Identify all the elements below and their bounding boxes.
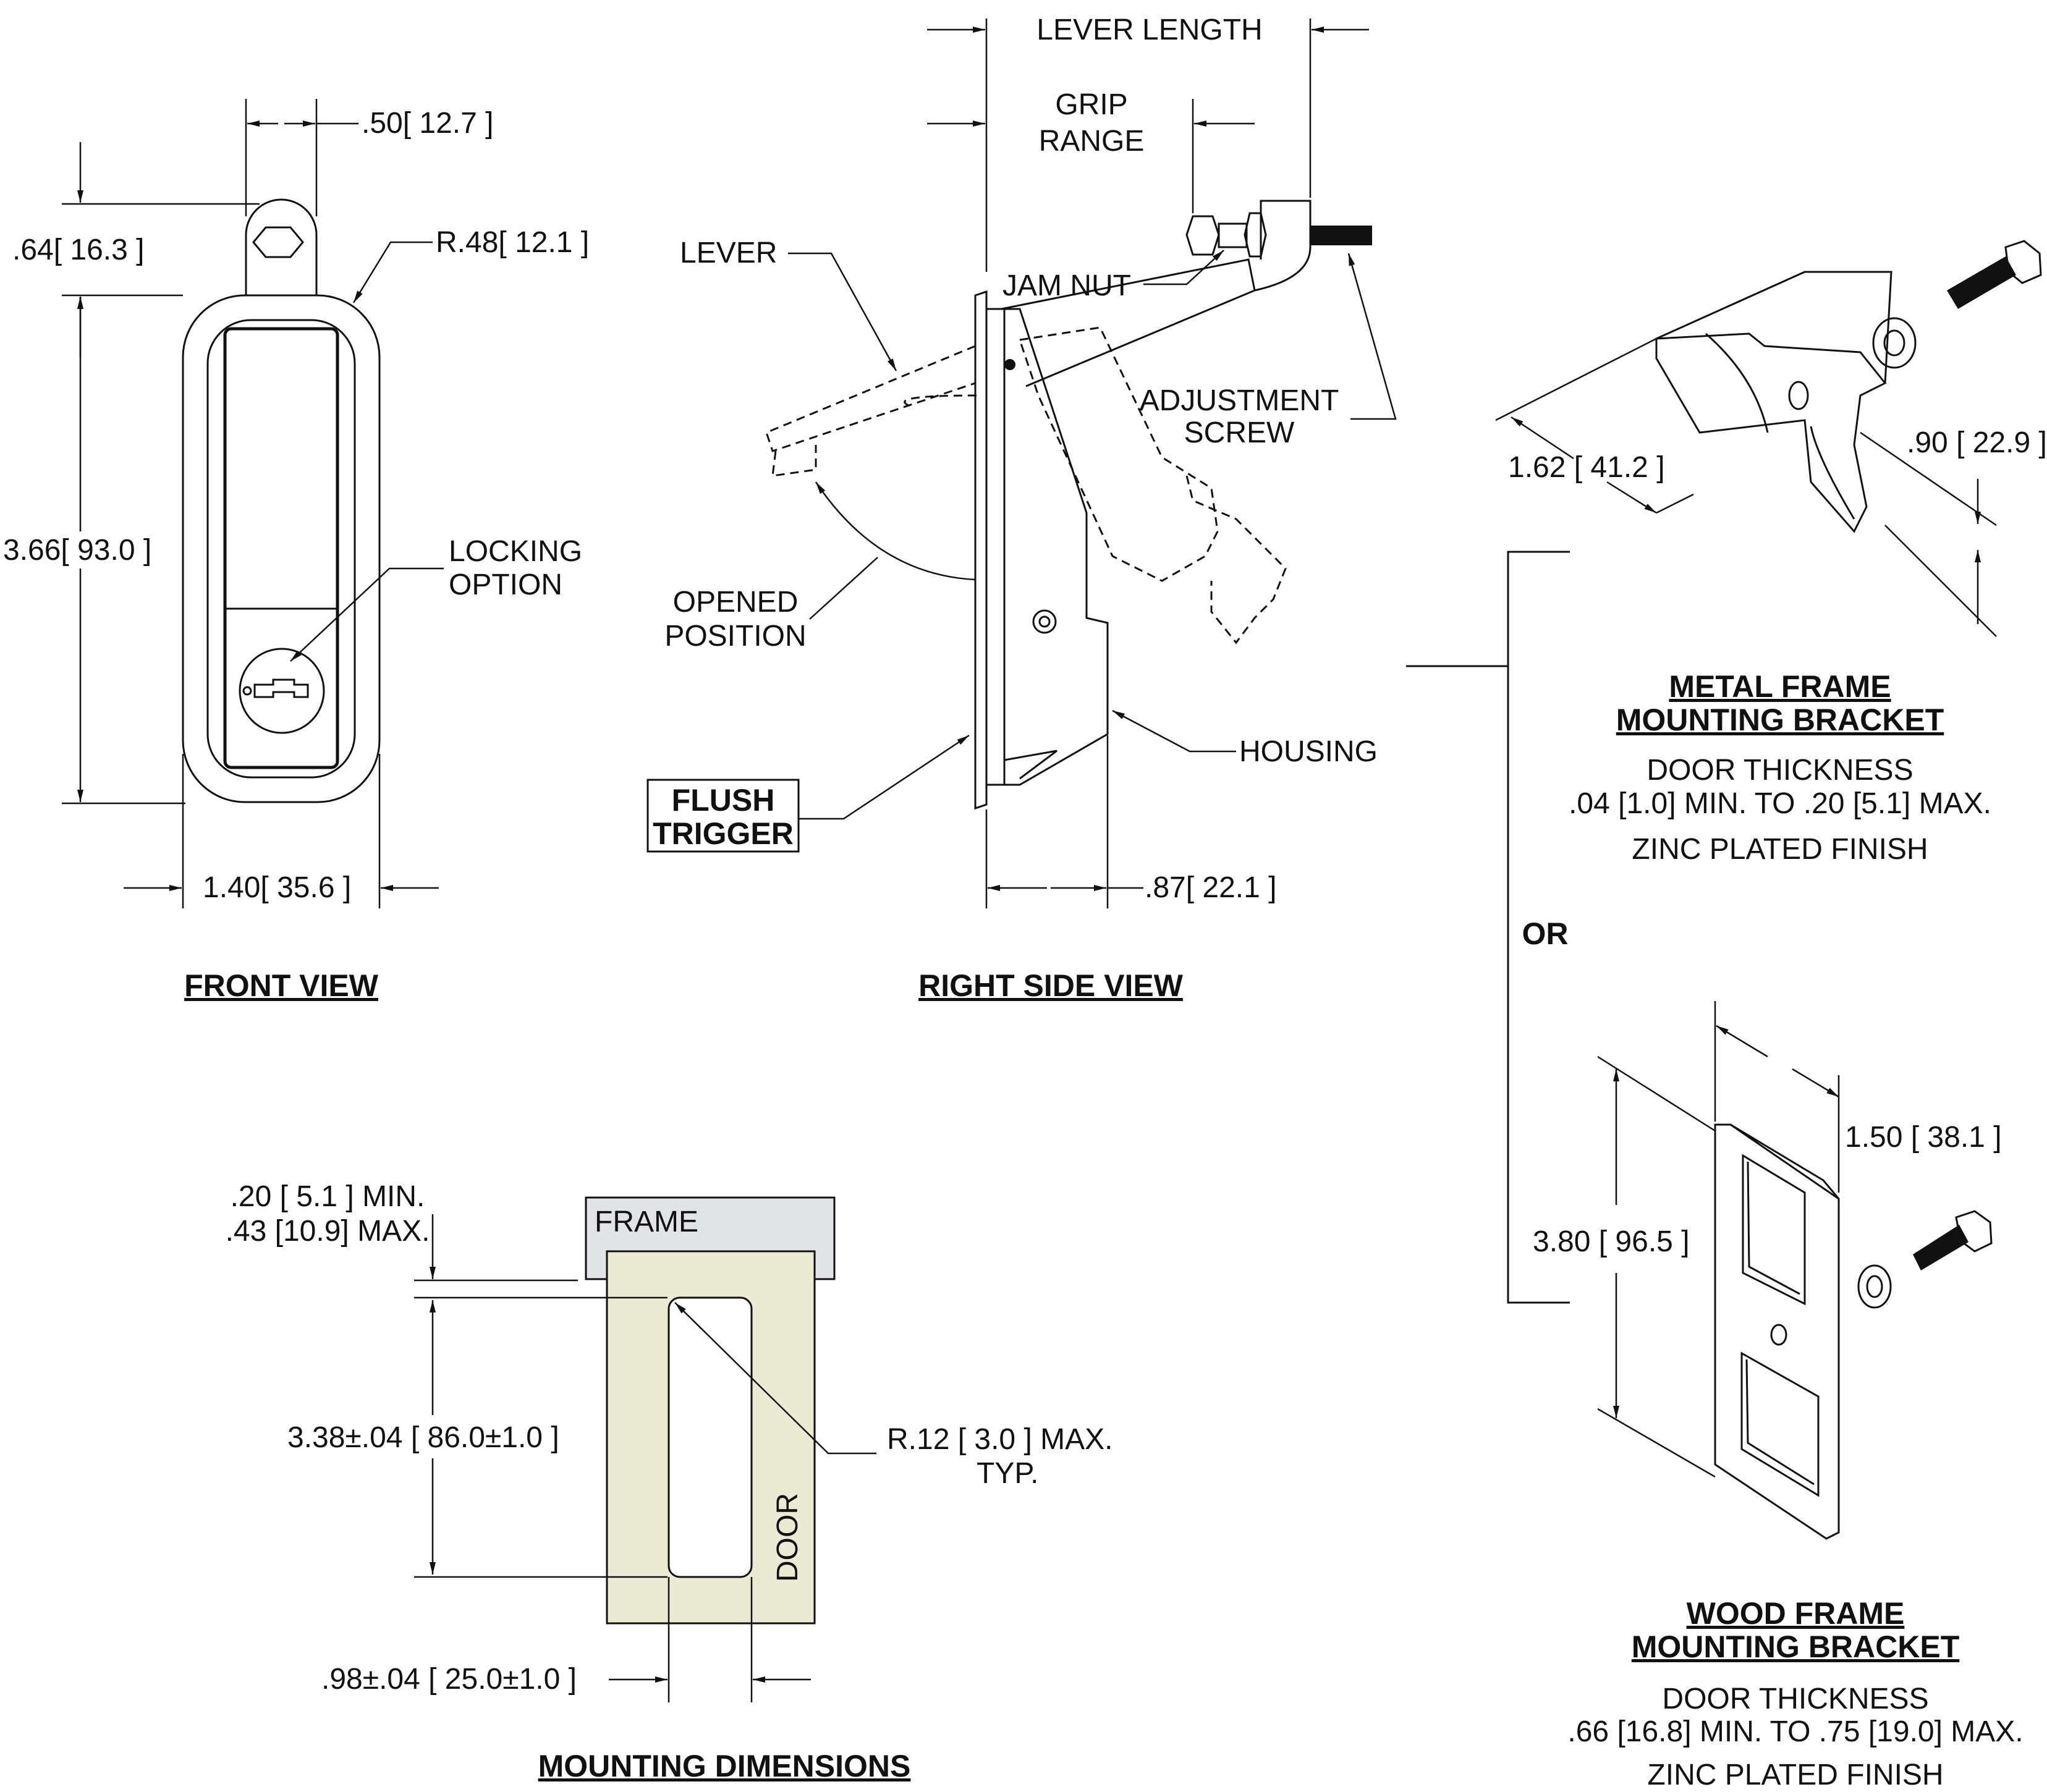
adjustment-screw-label-1: ADJUSTMENT	[1140, 384, 1339, 417]
adjustment-screw-label-2: SCREW	[1184, 416, 1295, 449]
metal-lock-washer	[1872, 317, 1917, 369]
door-cutout	[668, 1296, 753, 1578]
mount-dim-height: 3.38±.04 [ 86.0±1.0 ]	[287, 1421, 559, 1454]
metal-bracket-title-1: METAL FRAME	[1669, 669, 1891, 704]
door-label: DOOR	[771, 1493, 804, 1582]
mount-dim-radius-1: R.12 [ 3.0 ] MAX.	[887, 1423, 1112, 1456]
metal-bracket-title-2: MOUNTING BRACKET	[1616, 703, 1944, 737]
or-label: OR	[1522, 916, 1569, 951]
mount-dim-width: .98±.04 [ 25.0±1.0 ]	[321, 1663, 577, 1696]
dim-gap-2: .43 [10.9] MAX.	[226, 1215, 430, 1248]
lock-pin	[242, 686, 252, 696]
metal-door-thickness: DOOR THICKNESS	[1646, 754, 1913, 787]
opened-housing-dashed	[1019, 326, 1219, 582]
mounting-title: MOUNTING DIMENSIONS	[538, 1749, 911, 1783]
grip-range-label-1: GRIP	[1055, 88, 1127, 121]
bracket-connector: OR	[1406, 551, 1570, 1304]
lever-label: LEVER	[680, 237, 777, 269]
wood-bolt-head	[1955, 1210, 1993, 1253]
lock-cylinder	[239, 648, 325, 734]
metal-thickness-range: .04 [1.0] MIN. TO .20 [5.1] MAX.	[1569, 787, 1991, 820]
jam-nut-hex	[1185, 215, 1220, 256]
metal-frame-bracket: 1.62 [ 41.2 ] .90 [ 22.9 ] METAL FRAME M…	[1495, 240, 2047, 866]
front-housing-inner	[206, 319, 356, 779]
metal-dim-height: .90 [ 22.9 ]	[1907, 426, 2047, 459]
wood-lock-washer	[1857, 1264, 1892, 1309]
frame-label: FRAME	[595, 1206, 698, 1238]
dim-gap-1: .20 [ 5.1 ] MIN.	[231, 1180, 425, 1213]
wood-dim-height: 3.80 [ 96.5 ]	[1533, 1225, 1690, 1258]
key-slot	[253, 678, 309, 698]
dim-radius: R.48[ 12.1 ]	[436, 226, 589, 259]
jam-nut-label: JAM NUT	[1002, 269, 1131, 302]
flush-trigger-label-1: FLUSH	[672, 783, 775, 818]
pivot-pin	[1004, 359, 1015, 370]
adjustment-screw-thread	[1310, 226, 1372, 245]
metal-bracket-body	[1655, 332, 1887, 533]
flush-trigger-label-2: TRIGGER	[653, 816, 794, 851]
wood-bracket-plate	[1714, 1123, 1840, 1540]
jam-nut	[1244, 212, 1267, 258]
wood-door-thickness: DOOR THICKNESS	[1662, 1683, 1928, 1715]
dim-depth: .87[ 22.1 ]	[1145, 871, 1277, 904]
locking-option-label-2: OPTION	[449, 568, 562, 601]
housing-label: HOUSING	[1239, 735, 1378, 768]
flush-trigger-box	[646, 779, 800, 853]
dim-tab-height: .64[ 16.3 ]	[12, 234, 145, 266]
wood-frame-bracket: 1.50 [ 38.1 ] 3.80 [ 96.5 ] WOOD FRAME M…	[1533, 1001, 2024, 1791]
wood-bracket-title-2: MOUNTING BRACKET	[1632, 1629, 1960, 1664]
front-view: .50[ 12.7 ] .64[ 16.3 ] R.48[ 12.1 ] 3.6…	[3, 99, 589, 1003]
opened-arc	[815, 481, 976, 581]
side-view-title: RIGHT SIDE VIEW	[918, 968, 1184, 1003]
front-housing-outline	[182, 294, 381, 803]
wood-bolt-shank	[1913, 1225, 1969, 1270]
metal-finish: ZINC PLATED FINISH	[1632, 833, 1928, 866]
right-side-view: LEVER JAM NUT ADJUSTMENT SCREW OPENED PO…	[646, 14, 1397, 1003]
dim-width: 1.40[ 35.6 ]	[203, 871, 351, 904]
dim-height: 3.66[ 93.0 ]	[3, 534, 151, 567]
opened-lever-dashed	[765, 345, 976, 452]
side-housing	[986, 308, 1109, 786]
wood-bracket-title-1: WOOD FRAME	[1687, 1596, 1905, 1631]
bracket-hole	[1788, 381, 1809, 410]
locking-option-label-1: LOCKING	[449, 535, 582, 568]
wood-bracket-hole	[1770, 1324, 1787, 1346]
metal-bolt-shank	[1947, 256, 2016, 309]
opened-position-label-2: POSITION	[664, 620, 806, 653]
side-lever-arm	[1001, 258, 1256, 387]
wood-finish: ZINC PLATED FINISH	[1647, 1759, 1943, 1791]
mounting-dimensions: FRAME DOOR .20 [ 5.1 ] MIN. .43 [10.9] M…	[226, 1180, 1113, 1783]
flange	[974, 290, 988, 810]
housing-screw	[1032, 609, 1057, 634]
grip-range-label-2: RANGE	[1039, 125, 1145, 158]
front-tab	[245, 198, 318, 295]
metal-bolt-head	[2004, 240, 2042, 284]
wood-dim-width: 1.50 [ 38.1 ]	[1845, 1121, 2002, 1154]
front-lever	[223, 327, 339, 769]
flush-trigger-shape	[1004, 750, 1057, 780]
mount-dim-radius-2: TYP.	[977, 1457, 1039, 1490]
metal-dim-width: 1.62 [ 41.2 ]	[1508, 451, 1665, 484]
lever-length-label: LEVER LENGTH	[1036, 14, 1262, 46]
wood-thickness-range: .66 [16.8] MIN. TO .75 [19.0] MAX.	[1567, 1715, 2023, 1748]
hex-bolt-head	[252, 226, 304, 258]
wood-slot-upper	[1742, 1154, 1806, 1306]
front-view-title: FRONT VIEW	[184, 968, 379, 1003]
wood-slot-lower	[1740, 1351, 1820, 1497]
opened-position-label-1: OPENED	[673, 586, 799, 619]
jam-nut-thread	[1218, 222, 1248, 248]
dim-tab-width: .50[ 12.7 ]	[362, 107, 494, 140]
